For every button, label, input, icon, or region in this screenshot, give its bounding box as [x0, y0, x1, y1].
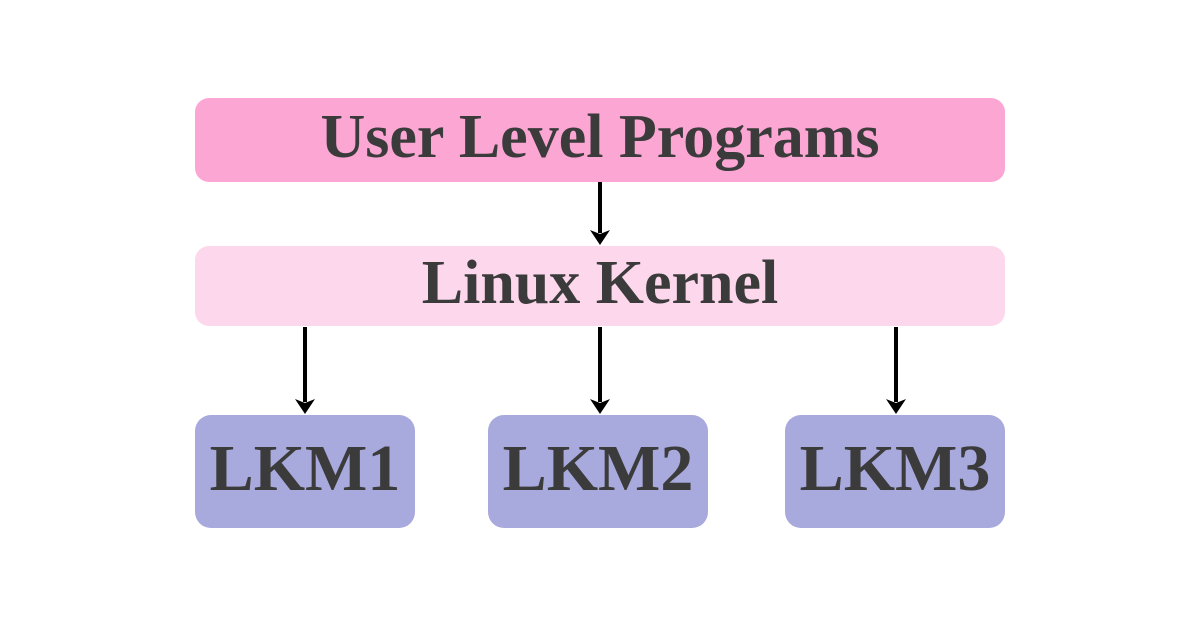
- arrow-linux-kernel-to-lkm2: [590, 327, 610, 414]
- node-lkm1: LKM1: [195, 415, 415, 528]
- node-user-level-programs: User Level Programs: [195, 98, 1005, 182]
- node-user-level-programs-label: User Level Programs: [320, 103, 880, 171]
- arrow-head-icon: [886, 399, 906, 414]
- arrow-head-icon: [590, 399, 610, 414]
- node-lkm3: LKM3: [785, 415, 1005, 528]
- node-linux-kernel: Linux Kernel: [195, 246, 1005, 326]
- node-lkm2: LKM2: [488, 415, 708, 528]
- arrow-linux-kernel-to-lkm3: [886, 327, 906, 414]
- node-lkm3-label: LKM3: [799, 431, 991, 505]
- arrow-linux-kernel-to-lkm1: [295, 327, 315, 414]
- node-linux-kernel-label: Linux Kernel: [421, 249, 779, 317]
- node-lkm2-label: LKM2: [502, 431, 694, 505]
- arrow-user-level-programs-to-linux-kernel: [590, 182, 610, 245]
- node-lkm1-label: LKM1: [209, 431, 401, 505]
- arrow-head-icon: [590, 230, 610, 245]
- arrow-head-icon: [295, 399, 315, 414]
